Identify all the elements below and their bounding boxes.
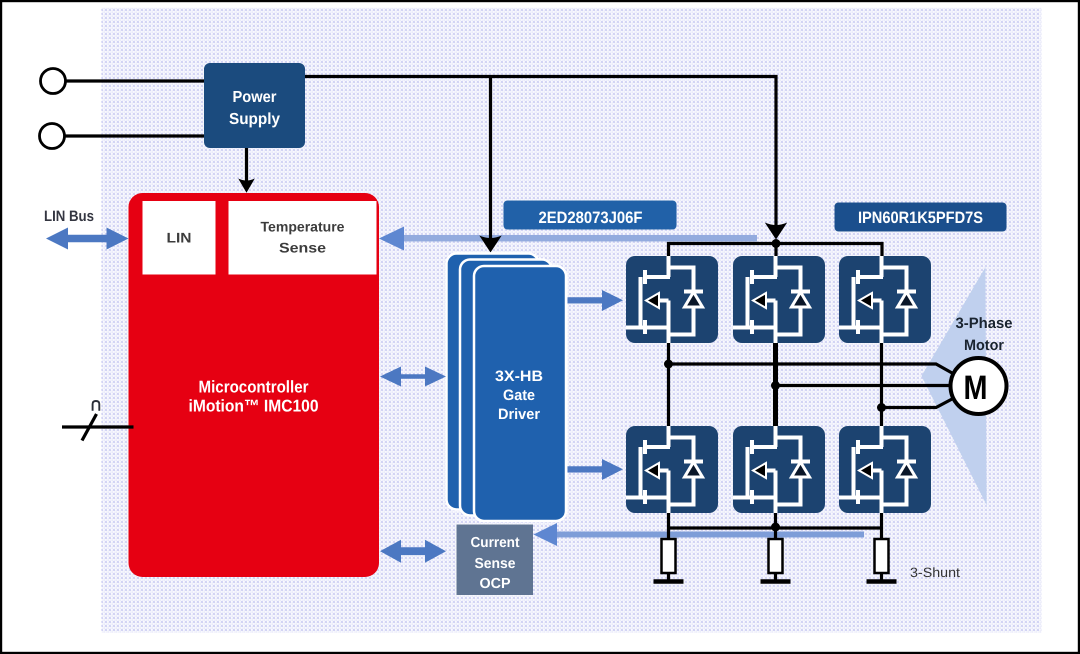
svg-text:IPN60R1K5PFD7S: IPN60R1K5PFD7S [858,209,983,227]
svg-text:3-Phase: 3-Phase [956,315,1013,332]
svg-text:Motor: Motor [964,337,1004,354]
svg-text:LIN: LIN [167,230,192,246]
svg-text:LIN Bus: LIN Bus [44,208,94,225]
svg-text:OCP: OCP [480,576,511,592]
svg-text:3X-HB: 3X-HB [495,368,543,385]
svg-text:Temperature: Temperature [261,219,345,235]
svg-text:M: M [964,369,988,407]
svg-text:Current: Current [471,535,520,551]
svg-text:Supply: Supply [229,111,280,128]
svg-text:Gate: Gate [503,387,535,404]
svg-text:iMotion™ IMC100: iMotion™ IMC100 [189,397,319,416]
svg-text:Microcontroller: Microcontroller [199,378,309,397]
svg-text:Sense: Sense [279,240,326,256]
svg-text:Sense: Sense [475,556,516,572]
svg-text:Power: Power [233,89,277,106]
svg-text:2ED28073J06F: 2ED28073J06F [539,209,643,227]
svg-text:3-Shunt: 3-Shunt [910,565,960,580]
svg-text:Driver: Driver [498,406,540,423]
